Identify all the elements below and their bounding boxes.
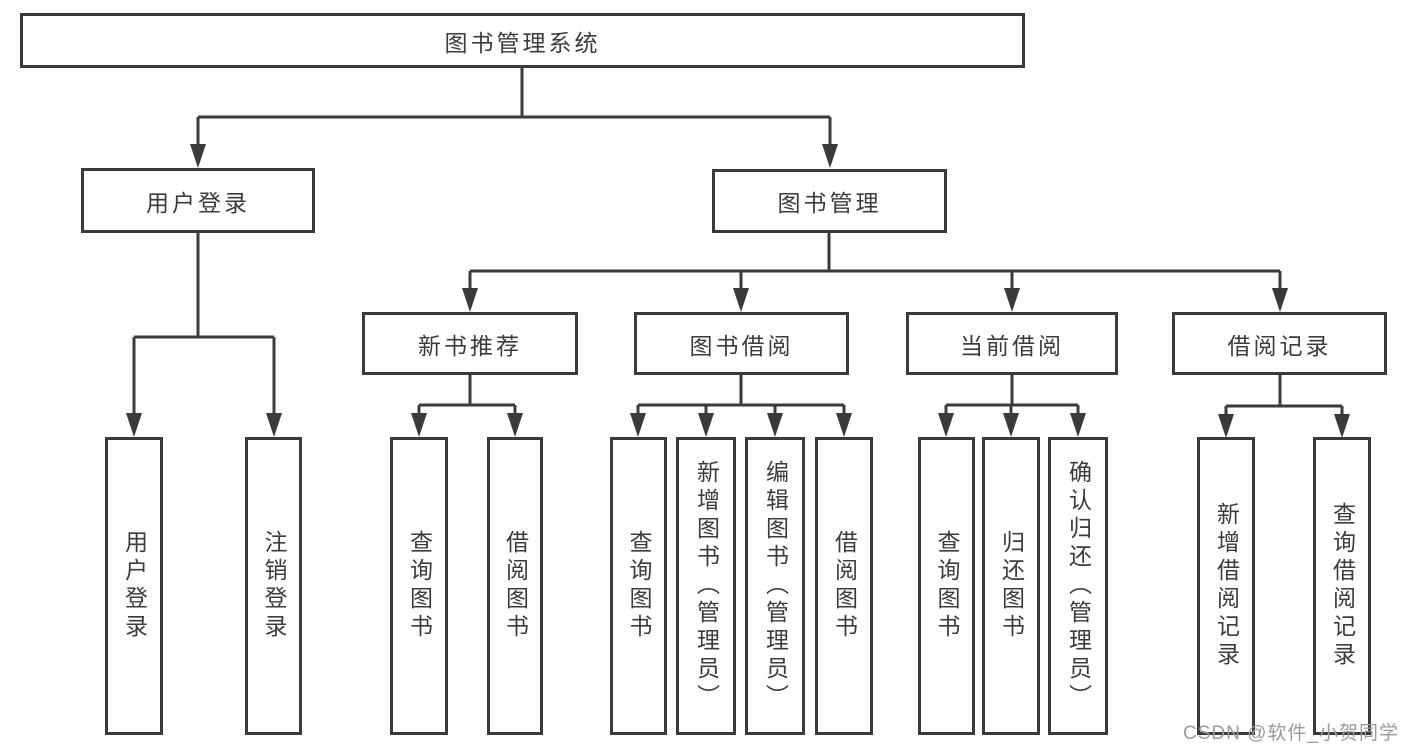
leaf-logout-login-label: 注销登录: [261, 530, 287, 642]
leaf-records-add-record: 新增借阅记录: [1197, 437, 1255, 735]
leaf-current-return-books-label: 归还图书: [998, 530, 1025, 642]
node-new-book-recommend: 新书推荐: [362, 312, 578, 375]
leaf-borrow-query-books-label: 查询图书: [626, 530, 652, 642]
leaf-current-return-books: 归还图书: [982, 437, 1040, 735]
tree-edges: [132, 68, 1344, 420]
leaf-borrow-borrow-books-label: 借阅图书: [831, 530, 858, 642]
node-current-borrowing-label: 当前借阅: [960, 332, 1064, 359]
leaf-borrow-borrow-books: 借阅图书: [815, 437, 873, 735]
leaf-user-login: 用户登录: [105, 437, 163, 735]
node-new-book-recommend-label: 新书推荐: [418, 332, 522, 359]
leaf-borrow-query-books: 查询图书: [610, 437, 667, 735]
leaf-current-confirm-return-admin-label: 确认归还（管理员）: [1065, 460, 1092, 712]
node-current-borrowing: 当前借阅: [906, 312, 1118, 375]
leaf-borrow-add-books-admin: 新增图书（管理员）: [676, 437, 736, 735]
leaf-newbooks-query-books: 查询图书: [390, 437, 448, 735]
node-root-label: 图书管理系统: [444, 29, 601, 56]
node-root-library-system: 图书管理系统: [20, 13, 1025, 68]
leaf-newbooks-query-books-label: 查询图书: [406, 530, 433, 642]
leaf-logout-login: 注销登录: [245, 437, 302, 735]
leaf-records-add-record-label: 新增借阅记录: [1213, 502, 1240, 670]
node-book-borrowing-label: 图书借阅: [689, 332, 794, 359]
node-book-management: 图书管理: [712, 169, 947, 233]
leaf-current-confirm-return-admin: 确认归还（管理员）: [1048, 437, 1108, 735]
leaf-newbooks-borrow-books-label: 借阅图书: [502, 530, 529, 642]
node-borrowing-records: 借阅记录: [1172, 312, 1387, 375]
arrowheads: [126, 144, 1350, 438]
leaf-records-query-record: 查询借阅记录: [1313, 437, 1371, 735]
node-book-management-label: 图书管理: [777, 190, 882, 216]
csdn-watermark: CSDN @软件_小贺同学: [1183, 723, 1399, 744]
leaf-current-query-books: 查询图书: [918, 437, 975, 735]
leaf-borrow-add-books-admin-label: 新增图书（管理员）: [693, 460, 720, 712]
leaf-borrow-edit-books-admin-label: 编辑图书（管理员）: [762, 460, 789, 712]
node-user-login-label: 用户登录: [146, 189, 250, 216]
node-borrowing-records-label: 借阅记录: [1227, 332, 1332, 359]
leaf-borrow-edit-books-admin: 编辑图书（管理员）: [745, 437, 805, 735]
leaf-newbooks-borrow-books: 借阅图书: [487, 437, 543, 735]
node-book-borrowing: 图书借阅: [634, 312, 849, 375]
leaf-current-query-books-label: 查询图书: [934, 530, 960, 642]
leaf-user-login-label: 用户登录: [121, 530, 148, 642]
node-user-login: 用户登录: [81, 168, 315, 233]
leaf-records-query-record-label: 查询借阅记录: [1329, 502, 1356, 670]
